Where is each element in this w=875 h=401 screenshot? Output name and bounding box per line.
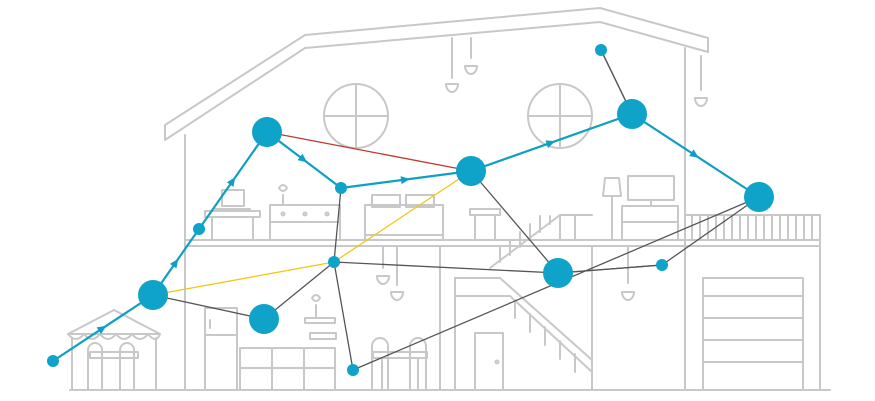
link-secondary-n10-n12 xyxy=(263,261,335,320)
network-node-n13 xyxy=(347,364,359,376)
kitchen-counter xyxy=(239,294,337,391)
link-secondary-n6-n11 xyxy=(470,170,559,274)
side-table xyxy=(469,208,501,241)
kitchen-fridge xyxy=(204,307,238,391)
hanging-lamps xyxy=(376,37,708,301)
house-walls xyxy=(184,47,821,391)
door xyxy=(474,332,504,391)
arrow-n4-n5 xyxy=(297,153,308,163)
network-node-n7 xyxy=(617,99,647,129)
network-node-n10 xyxy=(328,256,340,268)
link-secondary-n5-n10 xyxy=(333,187,342,263)
network-node-n3 xyxy=(193,223,205,235)
floor-lamp xyxy=(602,177,622,241)
arrow-n5-n6 xyxy=(400,176,410,185)
balcony-railing xyxy=(684,214,821,241)
outdoor-canopy xyxy=(67,309,161,391)
bed xyxy=(364,194,444,241)
network-node-n6 xyxy=(456,156,486,186)
network-node-n12 xyxy=(249,304,279,334)
staircase xyxy=(454,214,593,391)
network-links xyxy=(51,49,761,371)
arrow-n3-n4 xyxy=(226,177,236,187)
arrow-n9-n15 xyxy=(689,149,699,158)
arrow-n2-n3 xyxy=(169,258,179,269)
link-secondary-n14-n15 xyxy=(661,196,760,266)
garage-door xyxy=(702,277,804,391)
link-secondary-n14-n11 xyxy=(557,264,663,274)
link-secondary-n2-n12 xyxy=(152,294,265,320)
link-red-n4-n6 xyxy=(266,131,472,172)
network-node-n14 xyxy=(656,259,668,271)
network-nodes xyxy=(47,44,774,376)
link-yellow-n10-n6 xyxy=(333,170,472,263)
tv-console xyxy=(621,175,679,241)
dresser-left xyxy=(269,184,341,241)
network-node-n15 xyxy=(744,182,774,212)
arrow-n6-n7 xyxy=(545,140,556,148)
network-node-n4 xyxy=(252,117,282,147)
network-node-n1 xyxy=(47,355,59,367)
desk xyxy=(204,189,261,241)
round-window-left xyxy=(323,83,389,149)
link-secondary-n10-n11 xyxy=(333,261,559,274)
network-node-n11 xyxy=(543,258,573,288)
network-node-n5 xyxy=(335,182,347,194)
link-yellow-n2-n10 xyxy=(152,261,335,296)
network-node-n8 xyxy=(595,44,607,56)
arrow-n1-n2 xyxy=(96,325,107,335)
roof xyxy=(164,7,709,141)
network-node-n2 xyxy=(138,280,168,310)
round-window-right xyxy=(527,83,593,149)
link-secondary-n10-n13 xyxy=(333,261,354,371)
dining-set xyxy=(371,337,428,391)
